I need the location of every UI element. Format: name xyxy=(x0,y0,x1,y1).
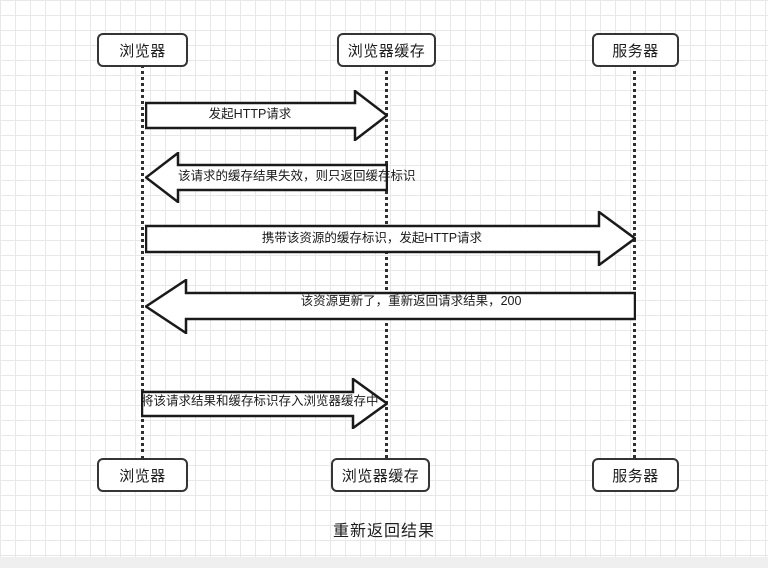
actor-box-browser-bottom[interactable]: 浏览器 xyxy=(97,458,188,492)
message-arrow-1[interactable] xyxy=(145,90,388,141)
actor-box-server-top[interactable]: 服务器 xyxy=(592,33,679,67)
actor-label-server-top: 服务器 xyxy=(612,42,659,60)
message-arrow-2[interactable] xyxy=(145,152,388,203)
actor-box-browser-cache-bottom[interactable]: 浏览器缓存 xyxy=(331,458,430,492)
actor-box-server-bottom[interactable]: 服务器 xyxy=(592,458,679,492)
lifeline-server xyxy=(633,64,636,458)
message-arrow-5[interactable] xyxy=(141,378,388,429)
actor-label-browser-top: 浏览器 xyxy=(119,42,166,60)
diagram-title: 重新返回结果 xyxy=(332,523,435,540)
actor-label-server-bottom: 服务器 xyxy=(612,467,659,485)
actor-label-browser-cache-top: 浏览器缓存 xyxy=(347,42,426,60)
actor-label-browser-bottom: 浏览器 xyxy=(119,467,166,485)
actor-box-browser-top[interactable]: 浏览器 xyxy=(97,33,188,67)
actor-box-browser-cache-top[interactable]: 浏览器缓存 xyxy=(337,33,436,67)
actor-label-browser-cache-bottom: 浏览器缓存 xyxy=(341,467,420,485)
message-arrow-4[interactable] xyxy=(145,279,636,334)
lifeline-browser xyxy=(141,64,144,460)
footer-band xyxy=(0,557,768,568)
message-arrow-3[interactable] xyxy=(145,211,636,266)
lifeline-browser-cache xyxy=(385,64,388,458)
